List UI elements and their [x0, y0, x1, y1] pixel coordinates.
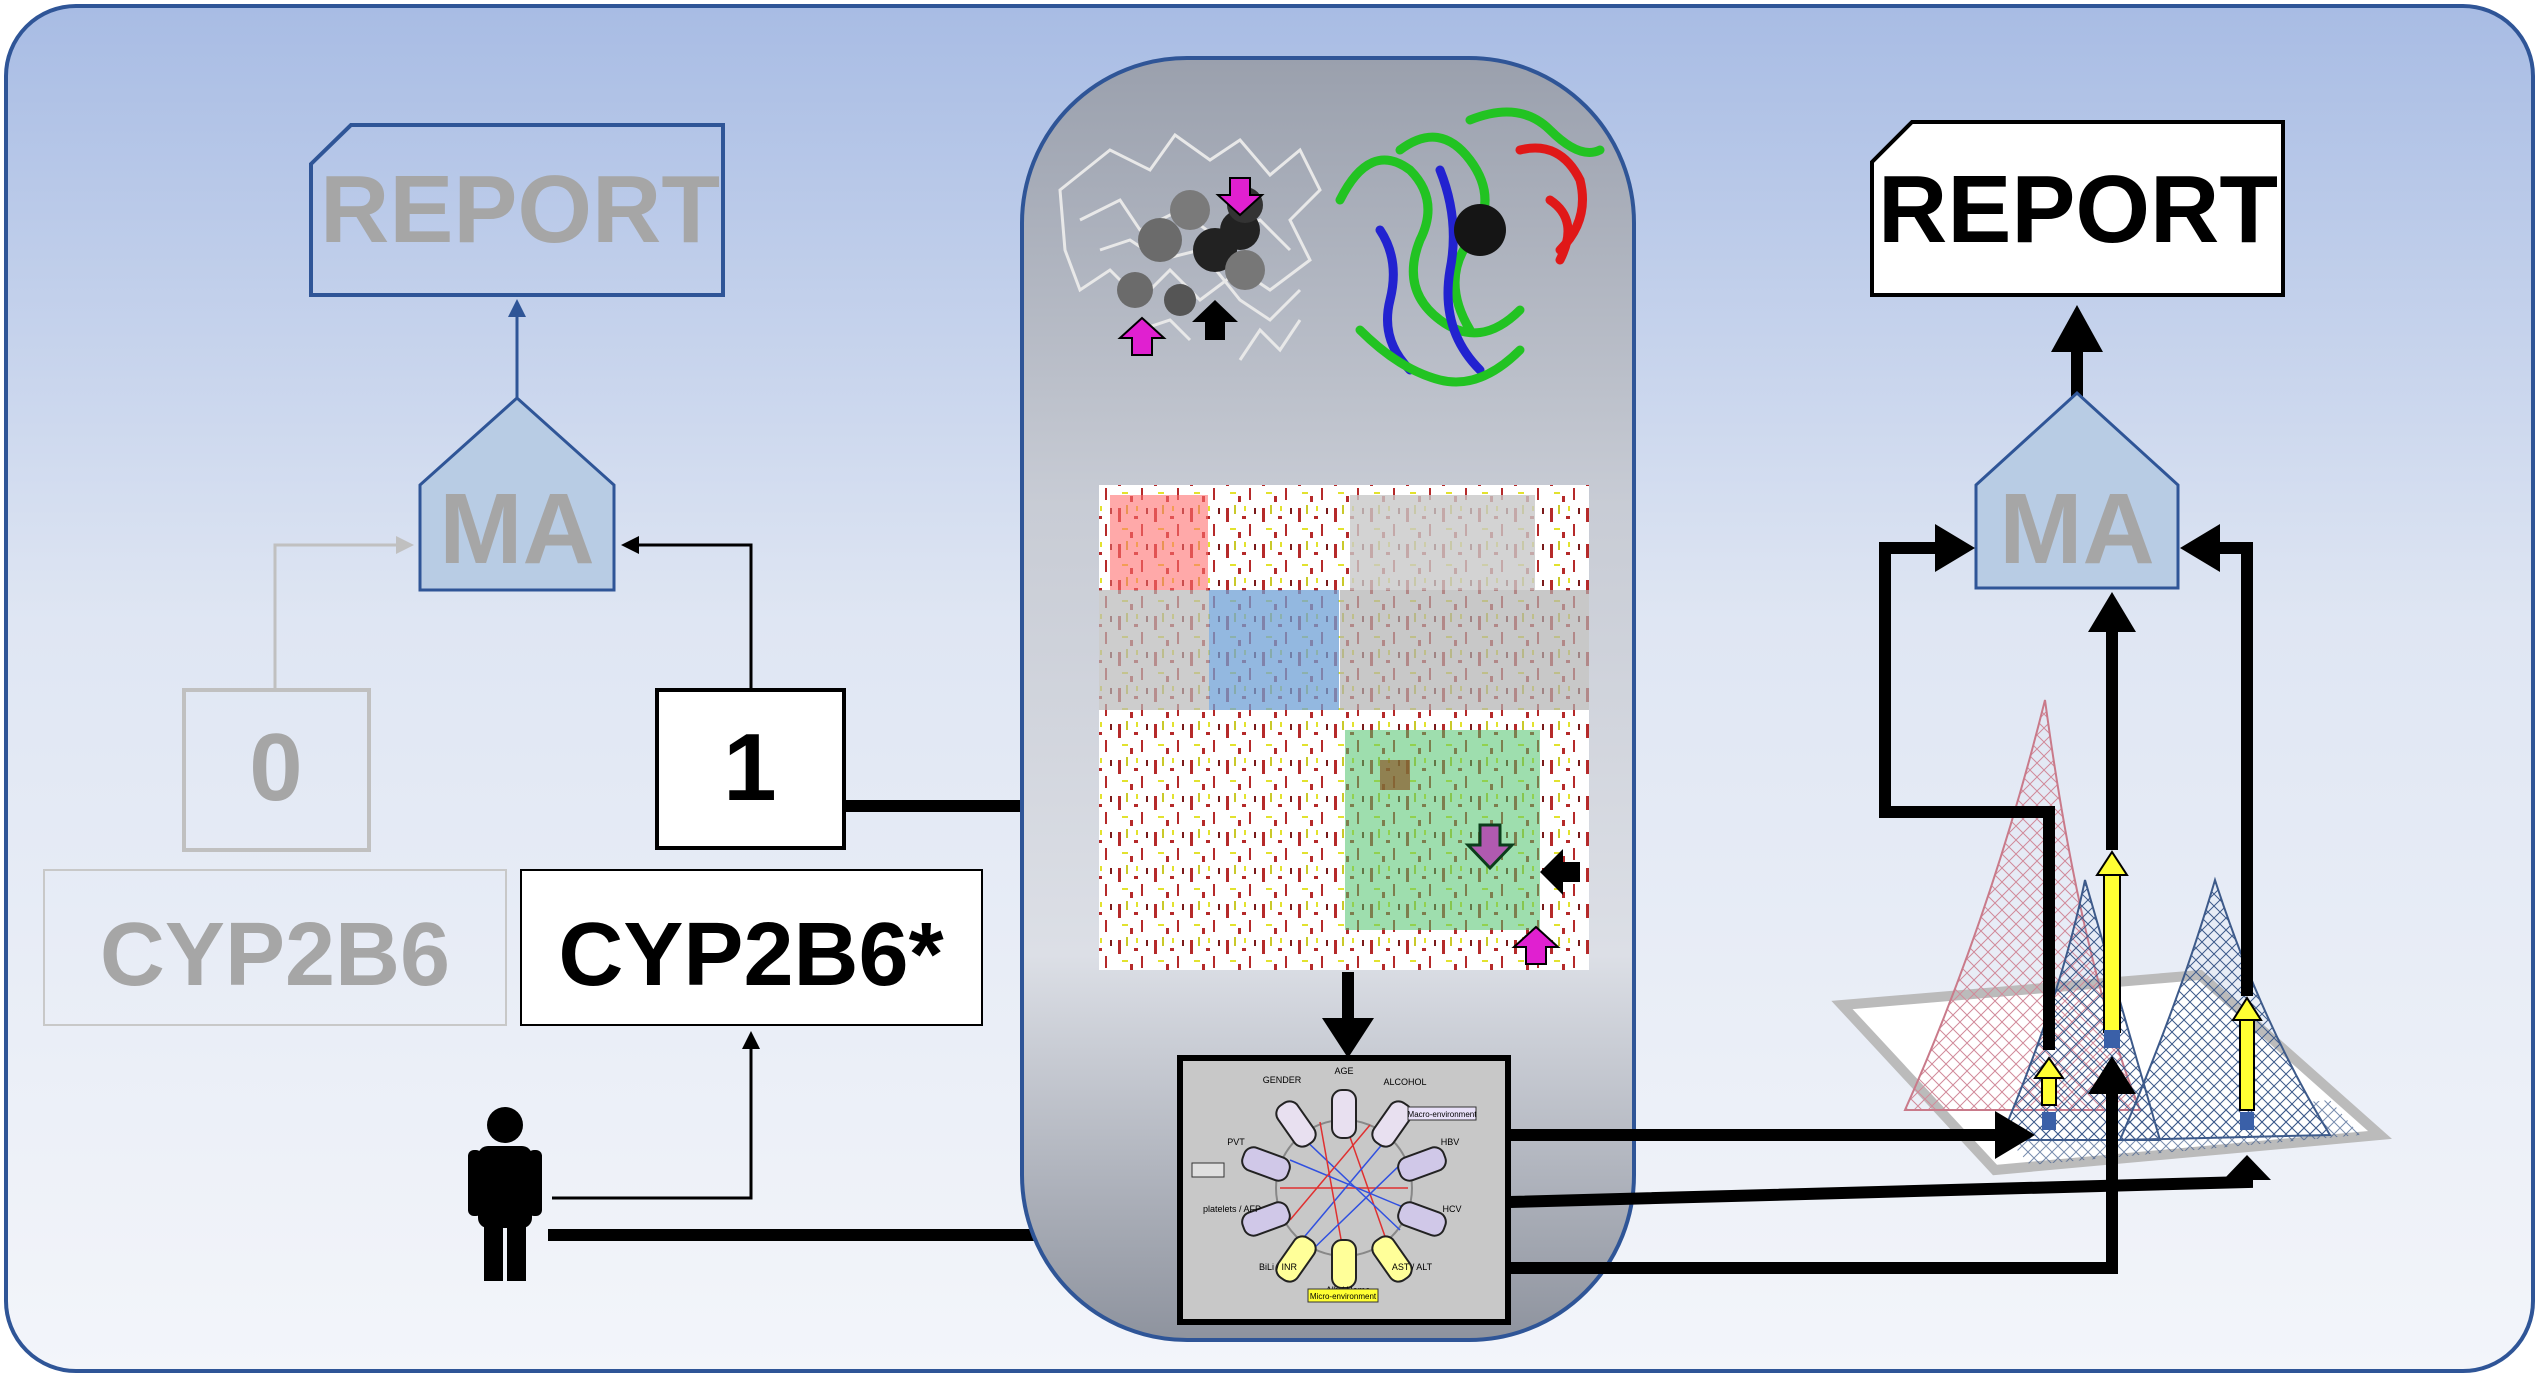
network-node-label: GENDER: [1263, 1075, 1302, 1085]
blue-peak-2: [2118, 876, 2332, 1142]
micro-environment-tag: [1307, 1288, 1379, 1303]
cyp2b6-box: [43, 869, 507, 1026]
zero-to-ma-arrow: [273, 536, 414, 690]
right-peak-to-ma-arrow: [2210, 542, 2253, 996]
network-to-peak1-arrowhead: [1995, 1111, 2035, 1159]
magenta-arrow-down-1: [1215, 177, 1265, 217]
analysis-capsule: GENDER AGE ALCOHOL HBV HCV AST / ALT Alb…: [1020, 56, 1636, 1342]
center-left-pathway: 1 CYP2B6*: [468, 688, 1180, 1281]
left-peak-to-ma-arrowhead: [1935, 524, 1975, 572]
left-peak-to-ma-arrow: [1879, 542, 2055, 1050]
magenta-arrow-up-1: [1117, 316, 1167, 356]
black-arrow-left-matrix: [1540, 849, 1580, 895]
yellow-arrow-3: [2231, 996, 2263, 1130]
network-node-label: HCV: [1442, 1204, 1461, 1214]
purple-arrow-down-matrix: [1464, 823, 1516, 871]
right-report-label: REPORT: [1878, 156, 2278, 263]
yellow-arrow-1: [2033, 1056, 2065, 1130]
network-to-peak2-arrowhead: [2088, 1056, 2136, 1094]
center-peak-to-ma-arrowhead: [2088, 592, 2136, 632]
macro-environment-tag: [1407, 1106, 1477, 1121]
one-label: 1: [723, 714, 776, 821]
network-panel: GENDER AGE ALCOHOL HBV HCV AST / ALT Alb…: [1177, 1055, 1511, 1325]
magenta-arrow-up-matrix: [1511, 925, 1561, 965]
one-box: [655, 688, 846, 850]
network-node-label: PVT: [1227, 1137, 1245, 1147]
left-ma-house: [418, 395, 616, 592]
protein-structure-ribbon: [1335, 107, 1605, 387]
one-to-ma-arrow: [621, 536, 753, 690]
network-node-label: platelets / AFP: [1203, 1204, 1261, 1214]
right-pathway: REPORT MA: [1509, 120, 2392, 1274]
network-mini-legend: [1191, 1162, 1225, 1178]
network-to-peak3-arrowhead: [2223, 1155, 2271, 1180]
ribbon-ligand: [1454, 204, 1506, 256]
ligand-spheres: [1117, 187, 1265, 316]
network-node-label: HBV: [1441, 1137, 1460, 1147]
yellow-arrow-2: [2095, 850, 2129, 1048]
contact-matrix: [1099, 485, 1589, 970]
matrix-to-network-arrowhead: [1322, 1018, 1374, 1058]
network-to-peak2-arrow: [1510, 1090, 2118, 1274]
cyp2b6-variant-box: [520, 869, 983, 1026]
right-ma-house: [1974, 390, 2180, 590]
left-report-box: [309, 123, 725, 297]
macro-environment-label: Macro-environment: [1408, 1110, 1478, 1119]
cyp2b6-variant-label: CYP2B6*: [558, 905, 943, 1005]
network-node-label: AGE: [1334, 1066, 1353, 1076]
right-peak-to-ma-arrowhead: [2180, 524, 2220, 572]
blue-mesh-floor: [2000, 1100, 2360, 1165]
micro-environment-label: Micro-environment: [1310, 1292, 1377, 1301]
zero-box: [182, 688, 371, 852]
network-node-label: AST / ALT: [1392, 1262, 1433, 1272]
patient-to-variant-arrow: [552, 1031, 760, 1200]
black-arrow-up-1: [1192, 300, 1238, 340]
network-node-label: ALCOHOL: [1383, 1077, 1426, 1087]
zero-label: 0: [249, 714, 302, 821]
network-edges: [1280, 1119, 1411, 1257]
right-ma-label: MA: [1999, 473, 2155, 585]
network-node-pills: [1241, 1089, 1447, 1289]
right-ma-to-report-arrowhead: [2051, 305, 2103, 352]
right-report-box: [1870, 120, 2285, 297]
network-node-label: BiLi / INR: [1259, 1262, 1298, 1272]
left-ma-label: MA: [439, 473, 595, 585]
left-pathway: REPORT MA 0 CYP2B6: [43, 123, 753, 1026]
patient-icon: [468, 1107, 542, 1281]
cyp2b6-label: CYP2B6: [100, 905, 450, 1005]
left-report-label: REPORT: [320, 156, 720, 263]
